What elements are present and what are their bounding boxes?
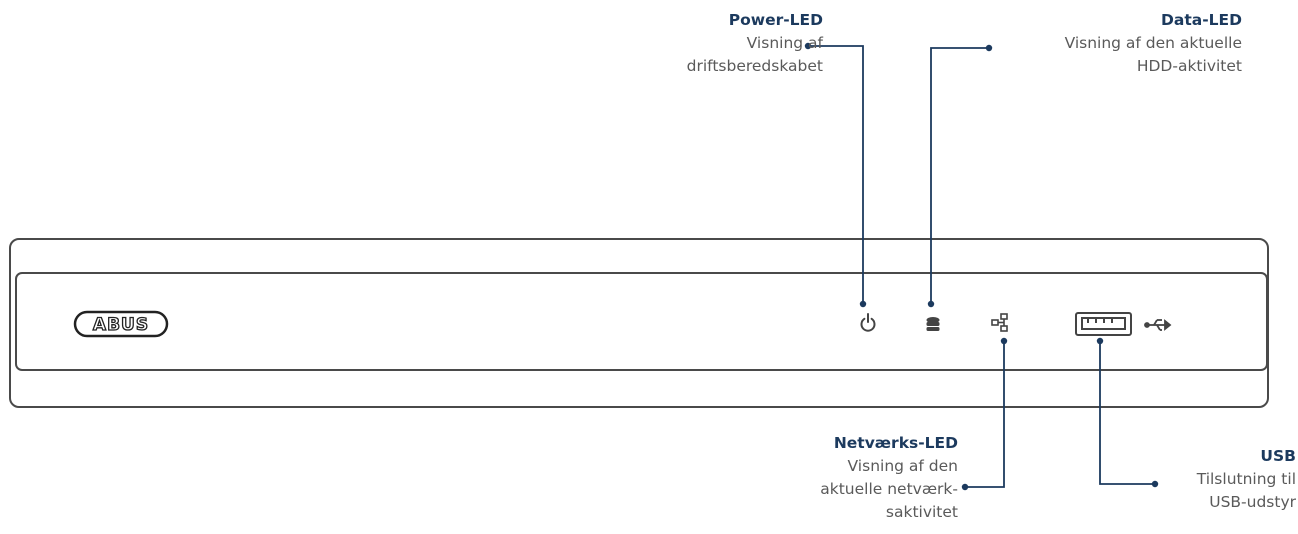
data-led-callout: Data-LED Visning af den aktuelle HDD-akt… bbox=[980, 9, 1242, 78]
network-icon bbox=[991, 313, 1008, 332]
network-led-callout: Netværks-LED Visning af den aktuelle net… bbox=[760, 432, 958, 524]
network-leader-dot bbox=[961, 483, 969, 491]
power-led-title: Power-LED bbox=[728, 11, 823, 29]
abus-logo: ABUS bbox=[73, 310, 169, 338]
network-led-title: Netværks-LED bbox=[833, 434, 958, 452]
data-led-dot bbox=[927, 300, 935, 308]
power-leader-dot bbox=[804, 42, 812, 50]
usb-port bbox=[1075, 312, 1132, 336]
usb-desc-line-2: USB-udstyr bbox=[1209, 493, 1296, 511]
network-led-desc-line-3: saktivitet bbox=[885, 503, 958, 521]
device-front-panel bbox=[15, 272, 1268, 371]
network-led-desc-line-2: aktuelle netværk- bbox=[820, 480, 958, 498]
power-icon bbox=[860, 313, 876, 332]
network-leader-line bbox=[965, 344, 1005, 488]
usb-symbol-icon bbox=[1144, 319, 1172, 331]
power-led-desc-line-2: driftsberedskabet bbox=[686, 57, 823, 75]
usb-title: USB bbox=[1260, 447, 1296, 465]
data-leader-dot bbox=[985, 44, 993, 52]
network-led-desc-line-1: Visning af den bbox=[847, 457, 958, 475]
power-led-desc-line-1: Visning af bbox=[746, 34, 823, 52]
power-led-callout: Power-LED Visning af driftsberedskabet bbox=[600, 9, 823, 78]
data-led-desc-line-1: Visning af den aktuelle bbox=[1064, 34, 1242, 52]
usb-leader-line bbox=[1099, 344, 1155, 485]
usb-leader-dot bbox=[1151, 480, 1159, 488]
power-leader-line bbox=[808, 45, 864, 301]
data-leader-line bbox=[930, 47, 989, 301]
data-led-desc-line-2: HDD-aktivitet bbox=[1136, 57, 1242, 75]
usb-port-dot bbox=[1096, 337, 1104, 345]
network-led-dot bbox=[1000, 337, 1008, 345]
usb-desc-line-1: Tilslutning til bbox=[1196, 470, 1296, 488]
abus-logo-text: ABUS bbox=[93, 315, 149, 335]
data-led-title: Data-LED bbox=[1161, 11, 1242, 29]
power-led-dot bbox=[859, 300, 867, 308]
usb-callout: USB Tilslutning til USB-udstyr bbox=[1120, 445, 1296, 514]
hdd-icon bbox=[926, 317, 940, 331]
